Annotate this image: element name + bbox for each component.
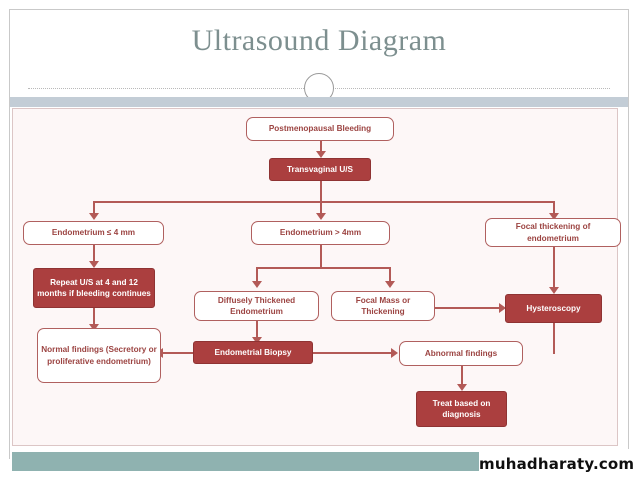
arrowhead-down-focal-thick (549, 213, 559, 220)
footer-accent-band (12, 452, 618, 471)
header-accent-band (10, 97, 628, 107)
connector-repeat-to-normal (93, 308, 95, 328)
node-label: Focal Mass or Thickening (355, 295, 411, 316)
node-repeat-us-4-12-months[interactable]: Repeat U/S at 4 and 12 months if bleedin… (33, 268, 155, 308)
node-abnormal-findings[interactable]: Abnormal findings (399, 341, 523, 366)
connector-biopsy-to-normal (161, 352, 201, 354)
node-label: Postmenopausal Bleeding (268, 124, 372, 134)
node-postmenopausal-bleeding[interactable]: Postmenopausal Bleeding (246, 117, 394, 141)
node-focal-thickening-endometrium[interactable]: Focal thickening of endometrium (485, 218, 621, 247)
connector-hysteroscopy-elbow (553, 352, 555, 354)
connector-endo-le4-to-repeat (93, 245, 95, 263)
node-treat-based-on-diagnosis[interactable]: Treat based on diagnosis (416, 391, 507, 427)
connector-bus-drop-middle (320, 201, 322, 215)
arrowhead-down-diffuse (252, 281, 262, 288)
connector-focal-mass-to-hysteroscopy (435, 307, 501, 309)
connector-bus-horizontal (93, 201, 554, 203)
connector-bus-drop-right (553, 201, 555, 215)
arrowhead-down-repeat (89, 261, 99, 268)
arrowhead-down-endo-le4 (89, 213, 99, 220)
connector-diffuse-to-biopsy (256, 321, 258, 339)
connector-endo-gt4-stem (320, 245, 322, 269)
arrowhead-down-focal-mass (385, 281, 395, 288)
node-endometrium-gt-4mm[interactable]: Endometrium > 4mm (251, 221, 390, 245)
node-label: Transvaginal U/S (287, 164, 353, 174)
node-label: Endometrial Biopsy (214, 347, 292, 357)
node-hysteroscopy[interactable]: Hysteroscopy (505, 294, 602, 323)
node-label: Treat based on diagnosis (432, 398, 491, 419)
node-label: Abnormal findings (424, 348, 498, 358)
arrowhead-down-hysteroscopy (549, 287, 559, 294)
node-label: Repeat U/S at 4 and 12 months if bleedin… (37, 277, 151, 298)
connector-focal-thick-to-hysteroscopy (553, 247, 555, 289)
connector-biopsy-to-abnormal (313, 352, 393, 354)
slide-border-right (628, 9, 629, 459)
connector-abnormal-to-treat (461, 366, 463, 388)
flowchart-canvas: Postmenopausal Bleeding Transvaginal U/S… (12, 108, 621, 446)
node-endometrium-le-4mm[interactable]: Endometrium ≤ 4 mm (23, 221, 164, 245)
connector-drop-focal-mass (389, 267, 391, 283)
slide-border-top (9, 9, 629, 10)
slide-border-left (9, 9, 10, 459)
node-label: Diffusely Thickened Endometrium (217, 295, 296, 316)
connector-hysteroscopy-down (553, 323, 555, 352)
site-watermark: muhadharaty.com (479, 455, 635, 473)
arrowhead-down-tvus (316, 151, 326, 158)
node-label: Endometrium > 4mm (279, 228, 362, 238)
node-transvaginal-us[interactable]: Transvaginal U/S (269, 158, 371, 181)
connector-endo-gt4-split-bus (256, 267, 391, 269)
connector-drop-diffuse (256, 267, 258, 283)
node-endometrial-biopsy[interactable]: Endometrial Biopsy (193, 341, 313, 364)
page-title: Ultrasound Diagram (191, 24, 447, 57)
node-label: Normal findings (Secretory or proliferat… (41, 345, 157, 366)
node-diffusely-thickened-endometrium[interactable]: Diffusely Thickened Endometrium (194, 291, 319, 321)
arrowhead-right-abnormal-findings (391, 348, 398, 358)
arrowhead-down-normal-findings (89, 324, 99, 331)
node-focal-mass-or-thickening[interactable]: Focal Mass or Thickening (331, 291, 435, 321)
arrowhead-right-hysteroscopy (499, 303, 506, 313)
connector-tvus-stem (320, 181, 322, 201)
watermark-backdrop (479, 449, 638, 479)
node-label: Focal thickening of endometrium (515, 222, 591, 243)
node-normal-findings[interactable]: Normal findings (Secretory or proliferat… (37, 328, 161, 383)
arrowhead-down-biopsy (252, 337, 262, 344)
connector-bus-drop-left (93, 201, 95, 215)
arrowhead-down-endo-gt4 (316, 213, 326, 220)
node-label: Hysteroscopy (526, 303, 581, 313)
node-label: Endometrium ≤ 4 mm (51, 228, 136, 238)
arrowhead-down-treat (457, 384, 467, 391)
connector-bleeding-to-tvus (320, 141, 322, 153)
